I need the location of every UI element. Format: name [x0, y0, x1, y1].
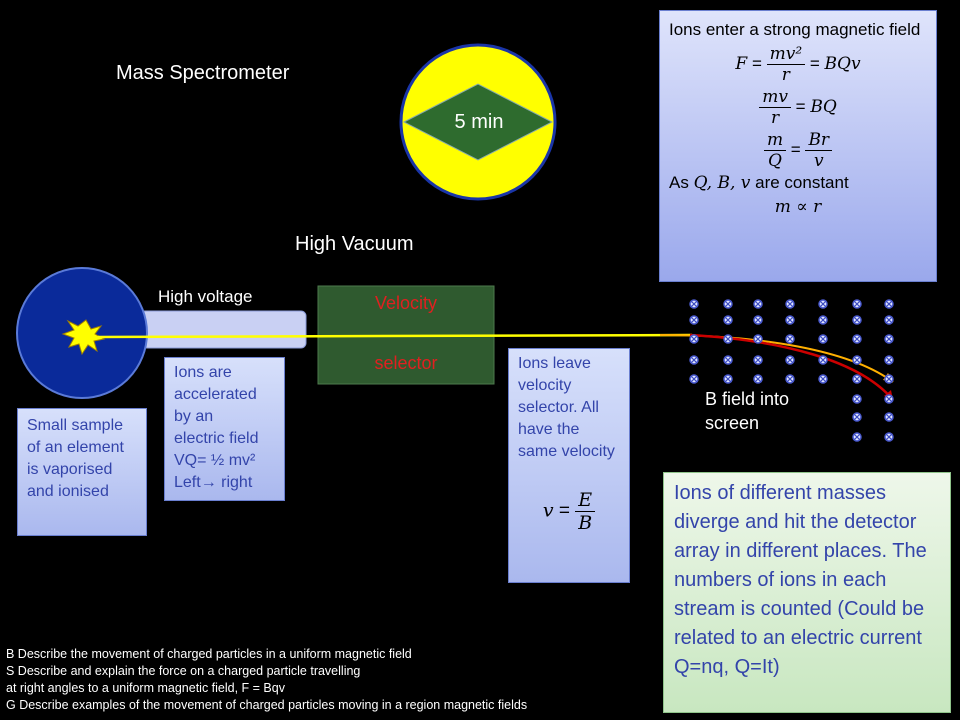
- ion-burst-icon: [61, 319, 106, 356]
- magnetic-field-grid: [689, 299, 894, 442]
- high-voltage-label: High voltage: [158, 287, 253, 306]
- sample-note: Small sample of an element is vaporised …: [17, 408, 147, 536]
- accel-line-6: Left→ right: [174, 474, 253, 491]
- high-vacuum-label: High Vacuum: [295, 233, 414, 255]
- objective-g: G Describe examples of the movement of c…: [6, 698, 528, 712]
- objective-s-2: at right angles to a uniform magnetic fi…: [6, 681, 285, 695]
- accel-line-1: Ions are: [174, 364, 232, 381]
- selector-label: selector: [374, 353, 438, 373]
- formula-intro: Ions enter a strong magnetic field: [669, 20, 921, 39]
- b-field-label: B field into screen: [693, 387, 831, 439]
- velocity-label: Velocity: [374, 293, 438, 313]
- constant-statement: As Q, B, v are constant: [669, 173, 849, 193]
- leave-selector-note: Ions leave velocity selector. All have t…: [508, 348, 630, 583]
- learning-objectives: B Describe the movement of charged parti…: [6, 646, 527, 714]
- timer-label: 5 min: [454, 111, 504, 133]
- ion-beam: [97, 333, 693, 339]
- acceleration-note: Ions are accelerated by an electric fiel…: [164, 357, 285, 501]
- magnetic-formula-box: Ions enter a strong magnetic field F = m…: [659, 10, 937, 282]
- objective-b: B Describe the movement of charged parti…: [6, 647, 412, 661]
- page-title: Mass Spectrometer: [116, 62, 290, 84]
- objective-s-1: S Describe and explain the force on a ch…: [6, 664, 361, 678]
- heavy-ion-path: [689, 333, 894, 401]
- accel-line-4: electric field: [174, 430, 259, 447]
- accel-line-5: VQ= ½ mv²: [174, 452, 256, 469]
- timer-diamond: [402, 83, 554, 161]
- proportionality: m ∝ r: [774, 197, 822, 217]
- accel-line-3: by an: [174, 408, 214, 425]
- leave-text: Ions leave velocity selector. All have t…: [518, 355, 615, 460]
- accel-line-2: accelerated: [174, 386, 257, 403]
- diverge-note: Ions of different masses diverge and hit…: [663, 472, 951, 713]
